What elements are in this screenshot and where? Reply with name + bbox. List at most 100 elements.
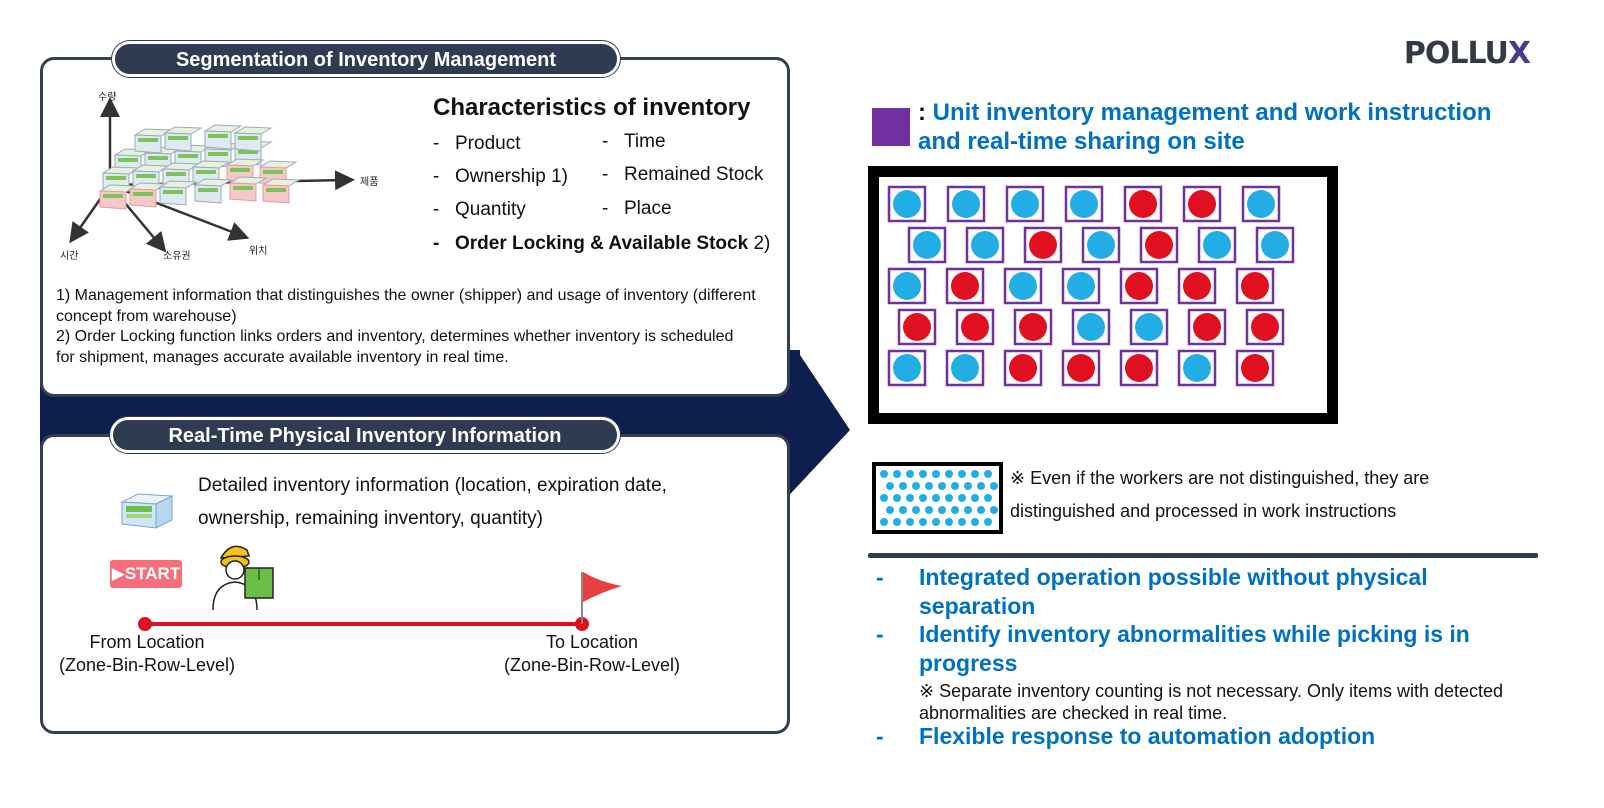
- blue-unit: [1005, 185, 1045, 223]
- blue-unit: [1129, 308, 1169, 346]
- mixed-dot: [886, 482, 894, 490]
- mixed-dot: [990, 482, 998, 490]
- unit-inventory-grid: [887, 185, 1295, 387]
- red-unit: [1119, 349, 1159, 387]
- flag-icon: [583, 572, 622, 602]
- mixed-dot: [893, 518, 901, 526]
- mixed-dot: [932, 518, 940, 526]
- red-unit: [955, 308, 995, 346]
- mixed-dot: [932, 494, 940, 502]
- to-location-label: To Location(Zone-Bin-Row-Level): [503, 632, 681, 675]
- red-unit: [1013, 308, 1053, 346]
- stock-box: [98, 184, 138, 210]
- blue-unit: [1197, 226, 1237, 264]
- char-item-ownership: -Ownership 1): [433, 166, 568, 187]
- red-unit: [1177, 267, 1217, 305]
- mixed-dot: [971, 518, 979, 526]
- inventory-stacks: [98, 124, 301, 210]
- red-unit: [897, 308, 937, 346]
- mixed-dot: [951, 506, 959, 514]
- mixed-dot: [925, 482, 933, 490]
- blue-unit: [1255, 226, 1295, 264]
- red-unit: [1182, 185, 1222, 223]
- mixed-dot: [938, 506, 946, 514]
- mixed-dots: [880, 470, 998, 526]
- blue-unit: [1241, 185, 1281, 223]
- mixed-inventory-frame: [872, 462, 1003, 534]
- axis-label-left-down: 시간: [60, 251, 79, 262]
- mixed-dot: [886, 506, 894, 514]
- red-unit: [1235, 349, 1275, 387]
- start-badge: ▶START: [110, 560, 182, 588]
- red-unit: [945, 267, 985, 305]
- blue-unit: [946, 185, 986, 223]
- blue-unit: [1064, 185, 1104, 223]
- segmentation-panel: [40, 57, 790, 397]
- char-item-remained-stock: -Remained Stock: [602, 164, 764, 185]
- char-item-place: -Place: [602, 198, 672, 219]
- blue-unit: [965, 226, 1005, 264]
- mixed-dot: [880, 518, 888, 526]
- stock-box: [128, 182, 168, 208]
- pollux-logo: POLLUX: [1403, 36, 1531, 71]
- mixed-dot: [893, 494, 901, 502]
- axis-label-down: 소유권: [163, 251, 191, 262]
- segmentation-title: Segmentation of Inventory Management: [112, 41, 620, 77]
- red-unit: [1023, 226, 1063, 264]
- blue-unit: [1061, 267, 1101, 305]
- mixed-dot: [951, 482, 959, 490]
- axis-label-down-right: 위치: [249, 246, 268, 257]
- mixed-dot: [958, 470, 966, 478]
- mixed-dot: [919, 494, 927, 502]
- footnote-1: 1) Management information that distingui…: [56, 287, 756, 325]
- mixed-dot: [938, 482, 946, 490]
- mixed-dot: [964, 506, 972, 514]
- red-unit: [1123, 185, 1163, 223]
- char-item-product: -Product: [433, 133, 521, 154]
- axis-label-up: 수량: [98, 92, 117, 103]
- stock-box: [203, 124, 243, 150]
- mixed-dot: [945, 518, 953, 526]
- mixed-dot: [971, 494, 979, 502]
- mixed-dot: [958, 518, 966, 526]
- mixed-dot: [880, 470, 888, 478]
- char-item-time: -Time: [602, 131, 666, 152]
- stock-box: [228, 176, 268, 202]
- worker-icon: [212, 545, 274, 611]
- mixed-dot: [984, 494, 992, 502]
- section-divider: [868, 553, 1538, 558]
- purple-box-legend-swatch: [872, 108, 910, 146]
- mixed-dot: [958, 494, 966, 502]
- inventory-dimension-diagram: [69, 97, 355, 253]
- stock-box: [193, 178, 233, 204]
- blue-unit: [1003, 267, 1043, 305]
- char-item-order-locking: -Order Locking & Available Stock 2): [433, 233, 771, 254]
- stock-box: [158, 180, 198, 206]
- inventory-box-icon: [120, 493, 174, 529]
- char-item-quantity: -Quantity: [433, 199, 526, 220]
- worker-note: ※ Even if the workers are not distinguis…: [1010, 468, 1430, 521]
- blue-unit: [887, 185, 927, 223]
- mixed-dot: [984, 518, 992, 526]
- mixed-dot: [906, 494, 914, 502]
- mixed-dot: [899, 482, 907, 490]
- red-unit: [1245, 308, 1285, 346]
- blue-unit: [887, 349, 927, 387]
- stock-box: [163, 126, 203, 152]
- characteristics-title: Characteristics of inventory: [433, 94, 751, 121]
- from-point: [138, 617, 152, 631]
- mixed-dot: [919, 470, 927, 478]
- mixed-dot: [893, 470, 901, 478]
- mixed-dot: [906, 518, 914, 526]
- blue-unit: [1177, 349, 1217, 387]
- stock-box: [233, 126, 273, 152]
- mixed-dot: [919, 518, 927, 526]
- mixed-dot: [906, 470, 914, 478]
- route-line: [138, 572, 622, 631]
- footnote-2: 2) Order Locking function links orders a…: [56, 328, 734, 366]
- blue-unit: [1081, 226, 1121, 264]
- blue-unit: [887, 267, 927, 305]
- mixed-dot: [932, 470, 940, 478]
- red-unit: [1187, 308, 1227, 346]
- blue-unit: [945, 349, 985, 387]
